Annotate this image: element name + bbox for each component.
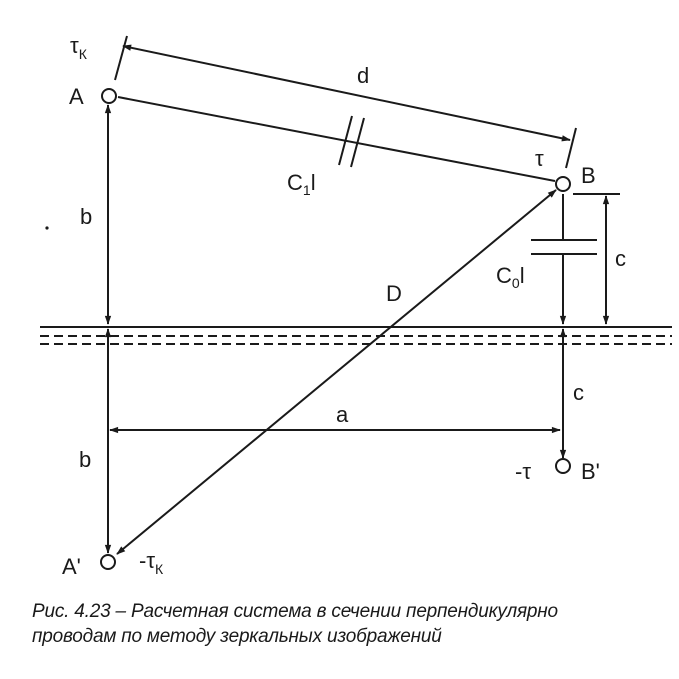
c0l-label: C0l [496,263,525,291]
d-dimension-arrow [122,44,571,142]
c1l-label: C1l [287,170,316,198]
conductor-b-prime [555,458,571,474]
tick-mark-tau-k [114,35,128,81]
a-dimension-label: a [336,402,349,427]
tau-label: τ [535,146,544,171]
conductor-b [555,176,571,192]
caption-line-1: Рис. 4.23 – Расчетная система в сечении … [32,601,558,622]
a-prime-point-label: A' [62,554,81,579]
a-point-label: A [69,84,84,109]
tick-mark-tau [565,127,577,169]
c-right-dimension-label: c [615,246,626,271]
d-label: d [357,63,369,88]
d-capital-diagonal-arrow [116,189,557,555]
tau-k-label: τК [70,33,88,62]
minus-tau-k-label: -τК [139,548,164,577]
b-prime-point-label: B' [581,459,600,484]
figure-caption: Рис. 4.23 – Расчетная система в сечении … [32,599,672,649]
b-bottom-dimension-label: b [79,447,91,472]
conductor-a-prime [100,554,116,570]
minus-tau-label: -τ [515,459,531,484]
capacitor-c1-plate-1 [338,115,353,166]
b-top-dimension-label: b [80,204,92,229]
stray-dot [45,226,49,230]
b-point-label: B [581,163,596,188]
conductor-a [101,88,117,104]
c-lower-dimension-label: c [573,380,584,405]
d-capital-label: D [386,281,402,306]
caption-line-2: проводам по методу зеркальных изображени… [32,626,442,647]
wire-a-b [117,96,556,182]
mirror-image-diagram: τК A d τ B b C1l C0l c D c a b -τ B' A' … [40,33,672,579]
capacitor-c1-plate-2 [350,117,365,168]
